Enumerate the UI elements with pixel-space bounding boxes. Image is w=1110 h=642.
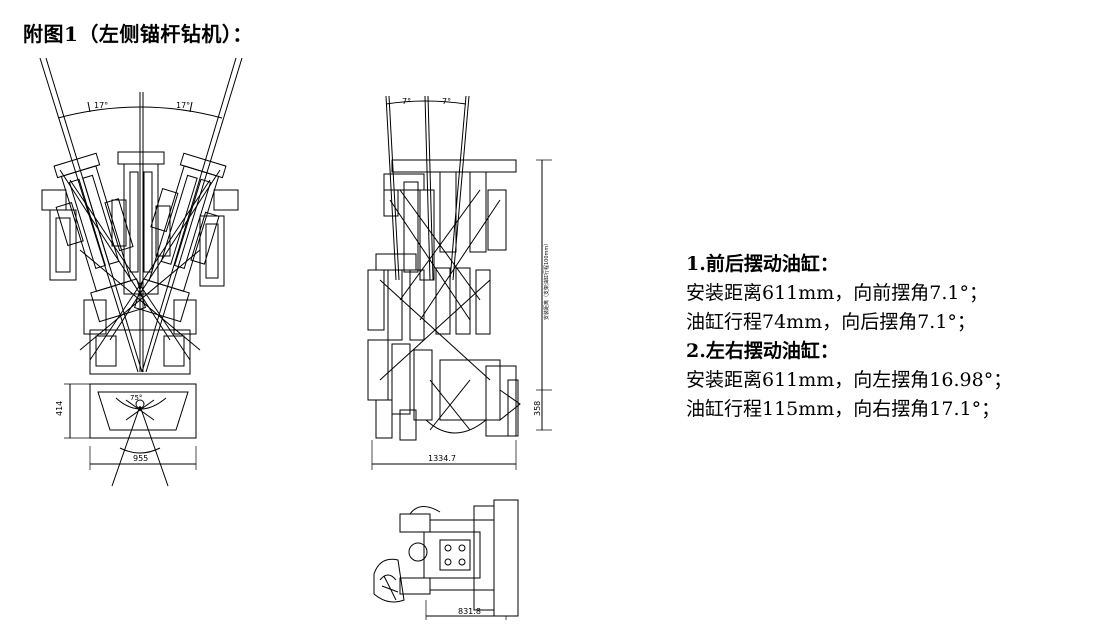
- side-angle-right: 7°: [442, 97, 451, 106]
- front-height-dim: 414: [55, 401, 64, 416]
- side-width-dim: 1334.7: [428, 454, 456, 463]
- side-stroke-label: 安装距离（支架油缸行程100mm）: [543, 241, 550, 320]
- spec-front-back-line-1: 安装距离611mm，向前摆角7.1°；: [686, 282, 989, 304]
- front-angle-bottom: 75°: [130, 394, 142, 402]
- spec-front-back-line-2: 油缸行程74mm，向后摆角7.1°；: [686, 311, 976, 333]
- top-view-drawing: [373, 499, 519, 620]
- front-view-drawing: [39, 57, 243, 487]
- spec-left-right-line-2: 油缸行程115mm，向右摆角17.1°；: [686, 398, 1001, 420]
- side-angle-left: 7°: [402, 97, 411, 106]
- spec-heading-front-back: 1.前后摆动油缸：: [686, 253, 839, 275]
- side-height-dim: 358: [533, 401, 542, 416]
- figure-title: 附图1（左侧锚杆钻机）：: [23, 22, 253, 46]
- front-width-dim: 955: [133, 454, 148, 463]
- front-angle-right: 17°: [176, 101, 190, 110]
- front-angle-left: 17°: [94, 101, 108, 110]
- spec-left-right-line-1: 安装距离611mm，向左摆角16.98°；: [686, 369, 1013, 391]
- top-width-dim: 831.8: [458, 607, 481, 616]
- cylinder-spec: 1.前后摆动油缸： 安装距离611mm，向前摆角7.1°； 油缸行程74mm，向…: [686, 250, 1096, 424]
- side-view-drawing: [367, 95, 552, 470]
- spec-heading-left-right: 2.左右摆动油缸：: [686, 340, 839, 362]
